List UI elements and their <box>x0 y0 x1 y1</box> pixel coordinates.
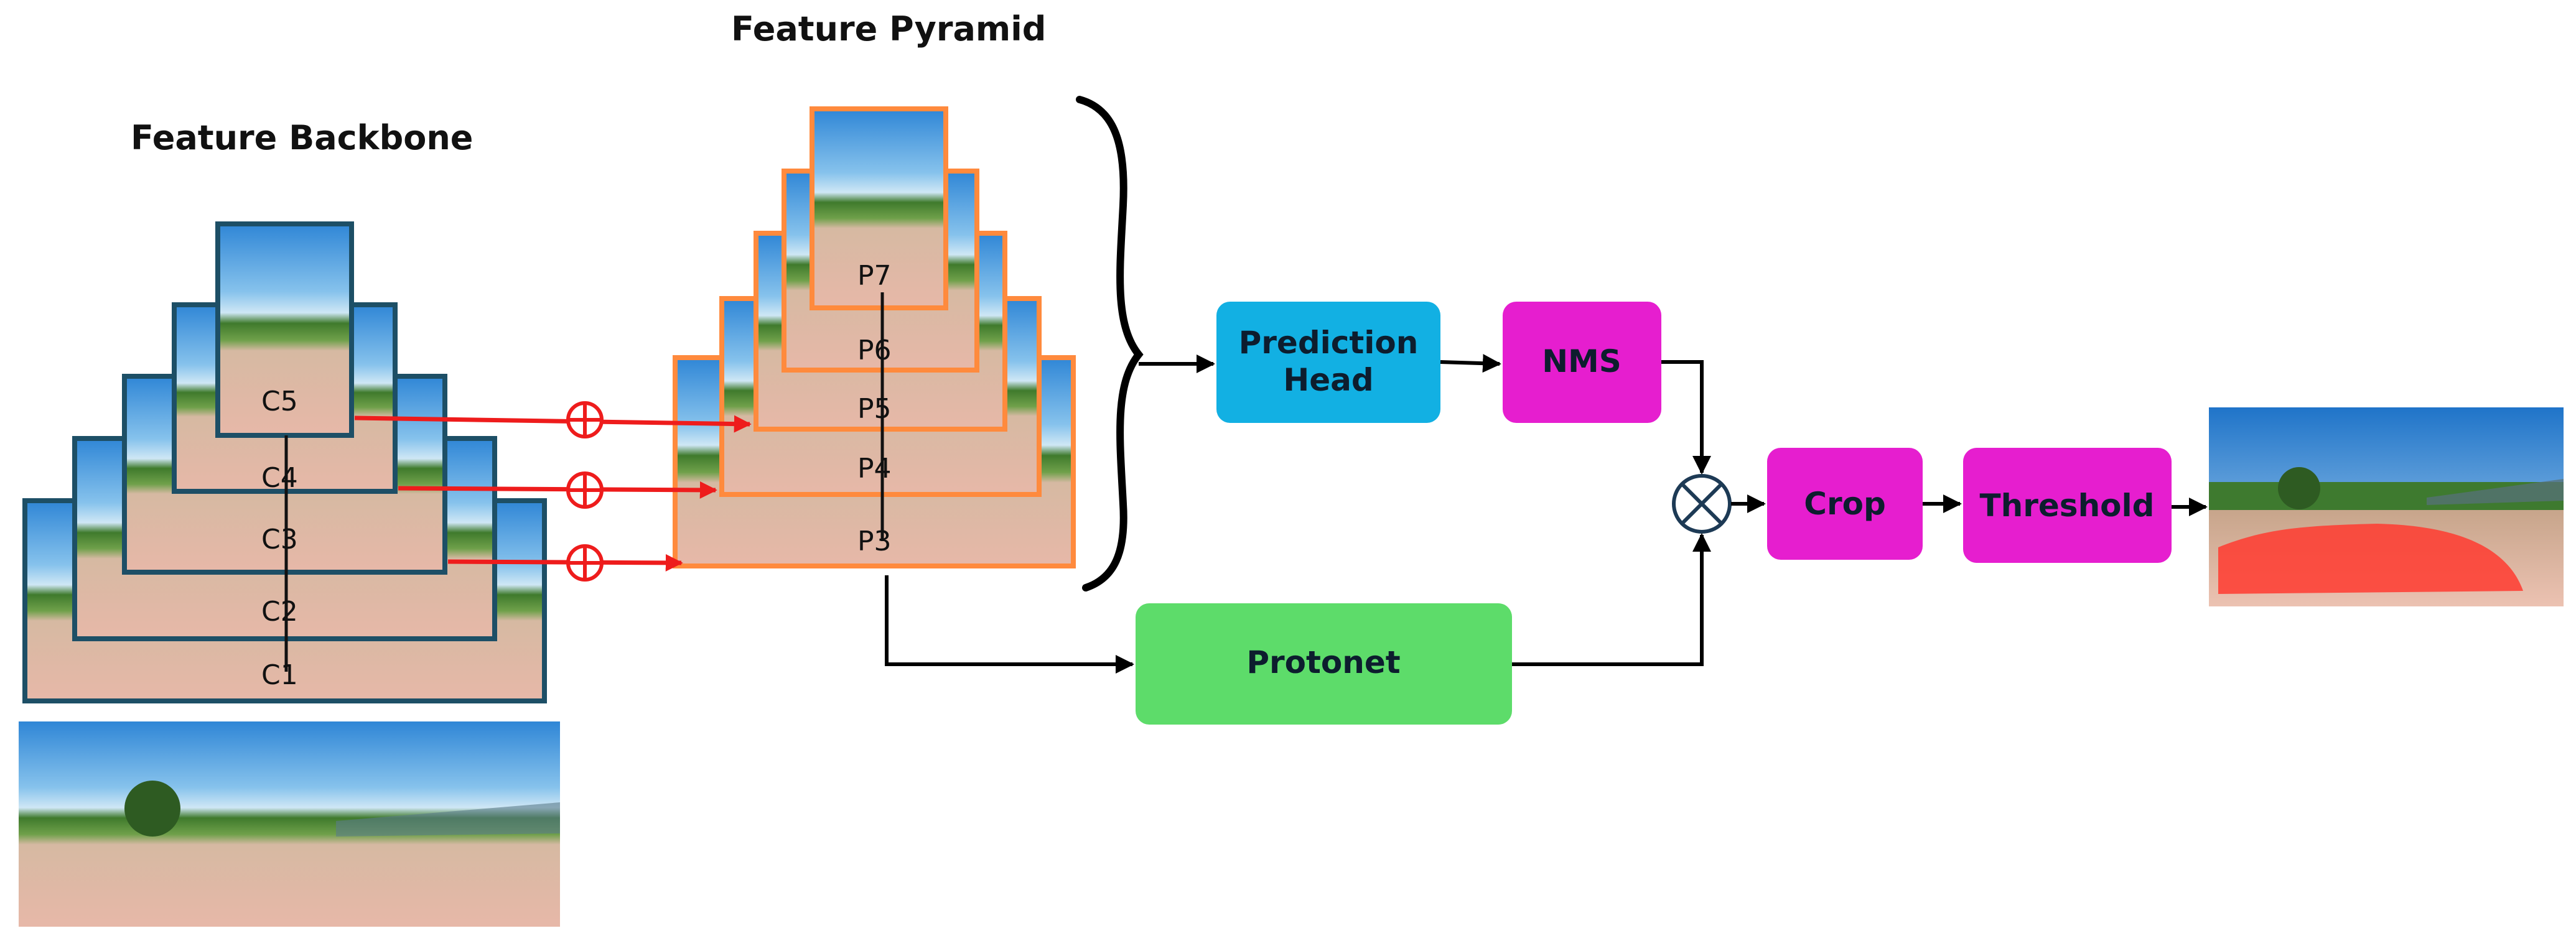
threshold-label: Threshold <box>1980 488 2155 524</box>
arrow-p3-to-protonet <box>885 575 1134 674</box>
lateral-arrow-c5-p5 <box>354 415 752 433</box>
label-c5: C5 <box>261 386 298 417</box>
circled-plus-icon <box>566 544 604 582</box>
arrow-protonet-to-assembly <box>1512 533 1711 666</box>
circled-plus-icon <box>566 401 604 438</box>
protonet-block: Protonet <box>1136 603 1512 725</box>
grouping-brace <box>1076 96 1144 591</box>
label-c2: C2 <box>261 596 298 628</box>
pyramid-stack: P3 P4 P5 P6 P7 <box>673 106 1076 568</box>
label-c1: C1 <box>261 659 298 691</box>
output-mask-image <box>2209 407 2564 606</box>
label-p5: P5 <box>857 393 892 425</box>
lateral-connections <box>354 401 752 582</box>
arrow-nms-to-assembly <box>1661 360 1711 475</box>
threshold-block: Threshold <box>1963 448 2172 563</box>
lateral-arrow-c4-p4 <box>398 481 717 499</box>
crop-block: Crop <box>1767 448 1923 560</box>
pyramid-title: Feature Pyramid <box>731 9 1046 49</box>
prediction-head-label-line1: Prediction <box>1239 325 1419 361</box>
circled-times-icon <box>1672 474 1732 534</box>
label-c3: C3 <box>261 524 298 555</box>
segmentation-mask <box>2218 524 2523 594</box>
prediction-head-label-line2: Head <box>1283 362 1373 398</box>
label-p6: P6 <box>857 335 892 366</box>
prediction-head-block: Prediction Head <box>1216 302 1440 423</box>
backbone-stack: C1 C2 C3 C4 C5 <box>22 221 547 703</box>
nms-block: NMS <box>1503 302 1661 423</box>
lateral-arrow-c3-p3 <box>447 554 683 572</box>
label-c4: C4 <box>261 462 298 494</box>
label-p7: P7 <box>857 260 892 292</box>
nms-label: NMS <box>1542 343 1622 379</box>
label-p3: P3 <box>857 526 892 557</box>
backbone-title: Feature Backbone <box>131 118 473 157</box>
pyramid-layer-p7 <box>810 106 948 310</box>
flow-arrows <box>885 354 2208 674</box>
arrow-head-to-nms <box>1440 354 1501 373</box>
protonet-label: Protonet <box>1246 644 1400 680</box>
label-p4: P4 <box>857 453 892 485</box>
input-image <box>19 721 560 927</box>
crop-label: Crop <box>1804 486 1886 522</box>
circled-plus-icon <box>566 471 604 509</box>
